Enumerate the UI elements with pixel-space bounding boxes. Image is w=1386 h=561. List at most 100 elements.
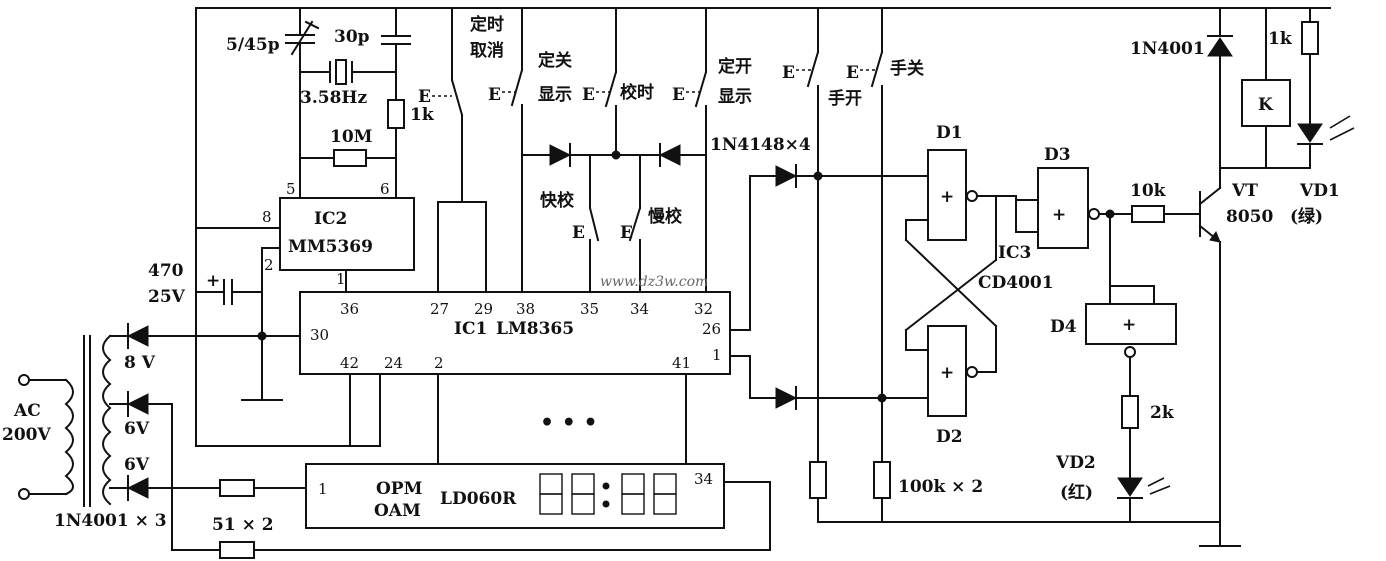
switch-e-4: E — [672, 85, 685, 105]
gate-d4-symbol: + — [1122, 315, 1136, 335]
ic2-pin-1: 1 — [336, 270, 346, 288]
cap-30p-label: 30p — [334, 27, 370, 47]
gate-d2 — [927, 325, 967, 417]
resistor-2k-label: 2k — [1150, 403, 1175, 423]
switch-label-shoukai: 手开 — [828, 88, 862, 109]
resistor-100k-label: 100k × 2 — [898, 477, 983, 497]
relay-k — [1241, 79, 1291, 127]
vd1-color: (绿) — [1290, 206, 1323, 227]
ic1-pin-1: 1 — [712, 346, 722, 364]
ic1-chip — [299, 291, 731, 375]
watermark: www.dz3w.com — [600, 274, 708, 290]
vt-type: 8050 — [1226, 207, 1273, 227]
diodes-1n4001-label: 1N4001 × 3 — [54, 511, 167, 531]
resistor-2k — [1121, 395, 1139, 429]
resistor-10k — [1131, 205, 1165, 223]
switch-label-dingkai-2: 显示 — [718, 87, 752, 107]
resistor-10m-label: 10M — [330, 127, 373, 147]
gate-d1-symbol: + — [940, 187, 954, 207]
resistor-51-b — [219, 541, 255, 559]
switch-label-shouguan: 手关 — [890, 58, 924, 79]
display-pin-1: 1 — [318, 480, 328, 498]
vd1-label: VD1 — [1299, 181, 1340, 201]
ic1-name: IC1 — [454, 319, 487, 339]
ic1-pin-35: 35 — [580, 300, 599, 318]
ic1-pin-42: 42 — [340, 354, 359, 372]
switch-e-8: E — [846, 63, 859, 83]
resistor-10k-label: 10k — [1130, 181, 1167, 201]
switch-e-2: E — [488, 85, 501, 105]
led-vd1 — [1297, 123, 1323, 143]
switch-e-3: E — [582, 85, 595, 105]
switch-e-6: E — [620, 223, 633, 243]
vd2-label: VD2 — [1055, 453, 1096, 473]
ic1-pin-2: 2 — [434, 354, 444, 372]
ic3-part: CD4001 — [978, 273, 1054, 293]
ic1-pin-34: 34 — [630, 300, 649, 318]
gate-d3-label: D3 — [1044, 145, 1071, 165]
ic1-pin-38: 38 — [516, 300, 535, 318]
led-vd2 — [1117, 477, 1143, 497]
ic2-chip — [279, 197, 415, 271]
switch-label-kuaijiao: 快校 — [540, 190, 575, 211]
v6b-label: 6V — [124, 455, 150, 475]
diode-relay-label: 1N4001 — [1130, 39, 1205, 59]
svg-text:+: + — [206, 271, 220, 291]
switch-e-7: E — [782, 63, 795, 83]
resistor-51-a — [219, 479, 255, 497]
v8-label: 8 V — [124, 353, 156, 373]
switch-e-1: E — [418, 87, 431, 107]
ic1-pin-27: 27 — [430, 300, 449, 318]
gate-d1 — [927, 149, 967, 241]
switch-label-dingkai-1: 定开 — [718, 56, 752, 77]
ic3-name: IC3 — [998, 243, 1031, 263]
ic2-name: IC2 — [314, 209, 347, 229]
gate-d4-label: D4 — [1050, 317, 1077, 337]
vt-label: VT — [1231, 181, 1258, 201]
cap-470-label: 470 — [148, 261, 184, 281]
gate-d4 — [1085, 303, 1177, 345]
vd2-color: (红) — [1060, 482, 1093, 503]
ic2-pin-8: 8 — [262, 208, 272, 226]
ic1-pin-32: 32 — [694, 300, 713, 318]
display-model: LD060R — [440, 489, 517, 509]
crystal-label: 3.58Hz — [300, 88, 367, 108]
ac-voltage: 200V — [2, 425, 51, 445]
ic2-pin-6: 6 — [380, 180, 390, 198]
seven-segment-digits — [539, 473, 677, 515]
switch-label-dingshi-1: 定时 — [470, 14, 504, 35]
ic1-part: LM8365 — [496, 319, 574, 339]
switch-label-dingguan-1: 定关 — [538, 50, 572, 71]
display-opm: OPM — [376, 479, 423, 499]
v6a-label: 6V — [124, 419, 150, 439]
ic2-pin-5: 5 — [286, 180, 296, 198]
switch-label-dingshi-2: 取消 — [470, 40, 504, 61]
switch-label-jiaoshi: 校时 — [620, 82, 654, 103]
diodes-1n4148-label: 1N4148×4 — [710, 135, 811, 155]
relay-label: K — [1258, 95, 1274, 115]
ic1-pin-29: 29 — [474, 300, 493, 318]
resistor-1k-osc-label: 1k — [410, 105, 435, 125]
display-oam: OAM — [374, 501, 421, 521]
resistor-51-label: 51 × 2 — [212, 515, 274, 535]
switch-e-5: E — [572, 223, 585, 243]
ic1-pin-24: 24 — [384, 354, 403, 372]
ic1-pin-41: 41 — [672, 354, 691, 372]
gate-d2-symbol: + — [940, 363, 954, 383]
display-pin-34: 34 — [694, 470, 713, 488]
switch-label-manjiao: 慢校 — [648, 206, 683, 227]
gate-d2-label: D2 — [936, 427, 963, 447]
resistor-1k-led-label: 1k — [1268, 29, 1293, 49]
gate-d3 — [1037, 167, 1089, 249]
switch-label-dingguan-2: 显示 — [538, 85, 572, 105]
gate-d3-symbol: + — [1052, 205, 1066, 225]
cap-470-voltage: 25V — [148, 287, 186, 307]
ic1-pin-26: 26 — [702, 320, 721, 338]
ic1-pin-36: 36 — [340, 300, 359, 318]
ic2-part: MM5369 — [288, 237, 373, 257]
ac-label: AC — [13, 401, 41, 421]
ic2-pin-2: 2 — [264, 256, 274, 274]
ellipsis-dots: • • • — [540, 410, 598, 436]
gate-d1-label: D1 — [936, 123, 963, 143]
